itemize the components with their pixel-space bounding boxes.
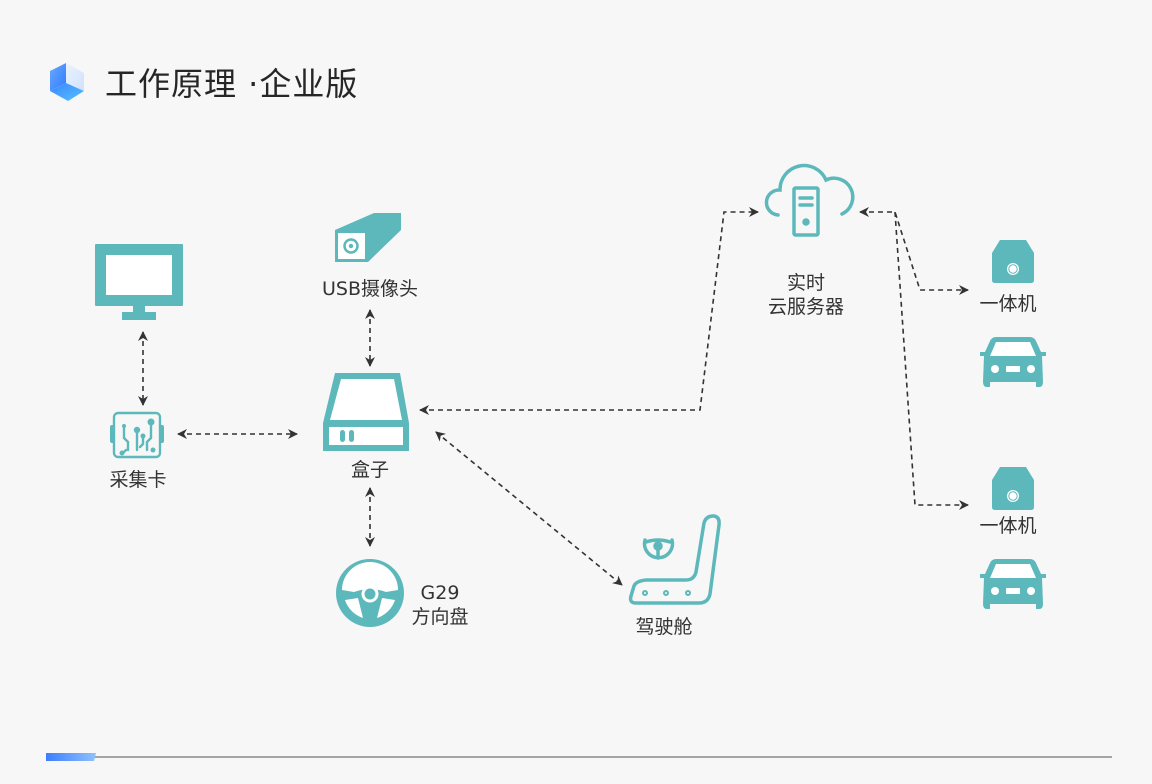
car-icon bbox=[980, 337, 1046, 387]
terminal-unit-icon bbox=[992, 467, 1034, 510]
monitor-icon bbox=[95, 244, 183, 320]
terminal-1-label: 一体机 bbox=[979, 293, 1037, 315]
steering-wheel-label: 方向盘 bbox=[411, 606, 469, 628]
cloud-server-icon bbox=[764, 163, 855, 237]
usb-camera-icon bbox=[335, 213, 401, 262]
cloud-server-label-line2: 云服务器 bbox=[767, 296, 844, 318]
page-title: 工作原理 ·企业版 bbox=[105, 65, 359, 103]
header bbox=[46, 60, 90, 106]
cloud-server-label-line1: 实时 bbox=[786, 272, 825, 294]
connection-cloud-terminal-2 bbox=[894, 211, 969, 510]
box-label: 盒子 bbox=[350, 459, 389, 481]
connection-box-cockpit bbox=[435, 431, 623, 586]
usb-camera-label: USB摄像头 bbox=[321, 278, 418, 300]
terminal-2-label: 一体机 bbox=[979, 515, 1037, 537]
footer-accent-bar bbox=[46, 753, 96, 761]
footer-divider bbox=[92, 756, 1112, 758]
cube-logo-icon bbox=[50, 63, 84, 101]
cockpit-seat-icon bbox=[628, 514, 721, 605]
cockpit-label: 驾驶舱 bbox=[635, 616, 693, 638]
terminal-unit-icon bbox=[992, 240, 1034, 283]
box-device-icon bbox=[323, 373, 409, 451]
capture-card-label: 采集卡 bbox=[109, 469, 167, 491]
steering-wheel-model-label: G29 bbox=[420, 582, 460, 604]
connection-box-cloud-server bbox=[419, 207, 759, 415]
connection-cloud-terminal-1 bbox=[859, 207, 969, 295]
car-icon bbox=[980, 559, 1046, 609]
steering-wheel-icon bbox=[336, 559, 404, 627]
circuit-board-icon bbox=[110, 411, 164, 459]
